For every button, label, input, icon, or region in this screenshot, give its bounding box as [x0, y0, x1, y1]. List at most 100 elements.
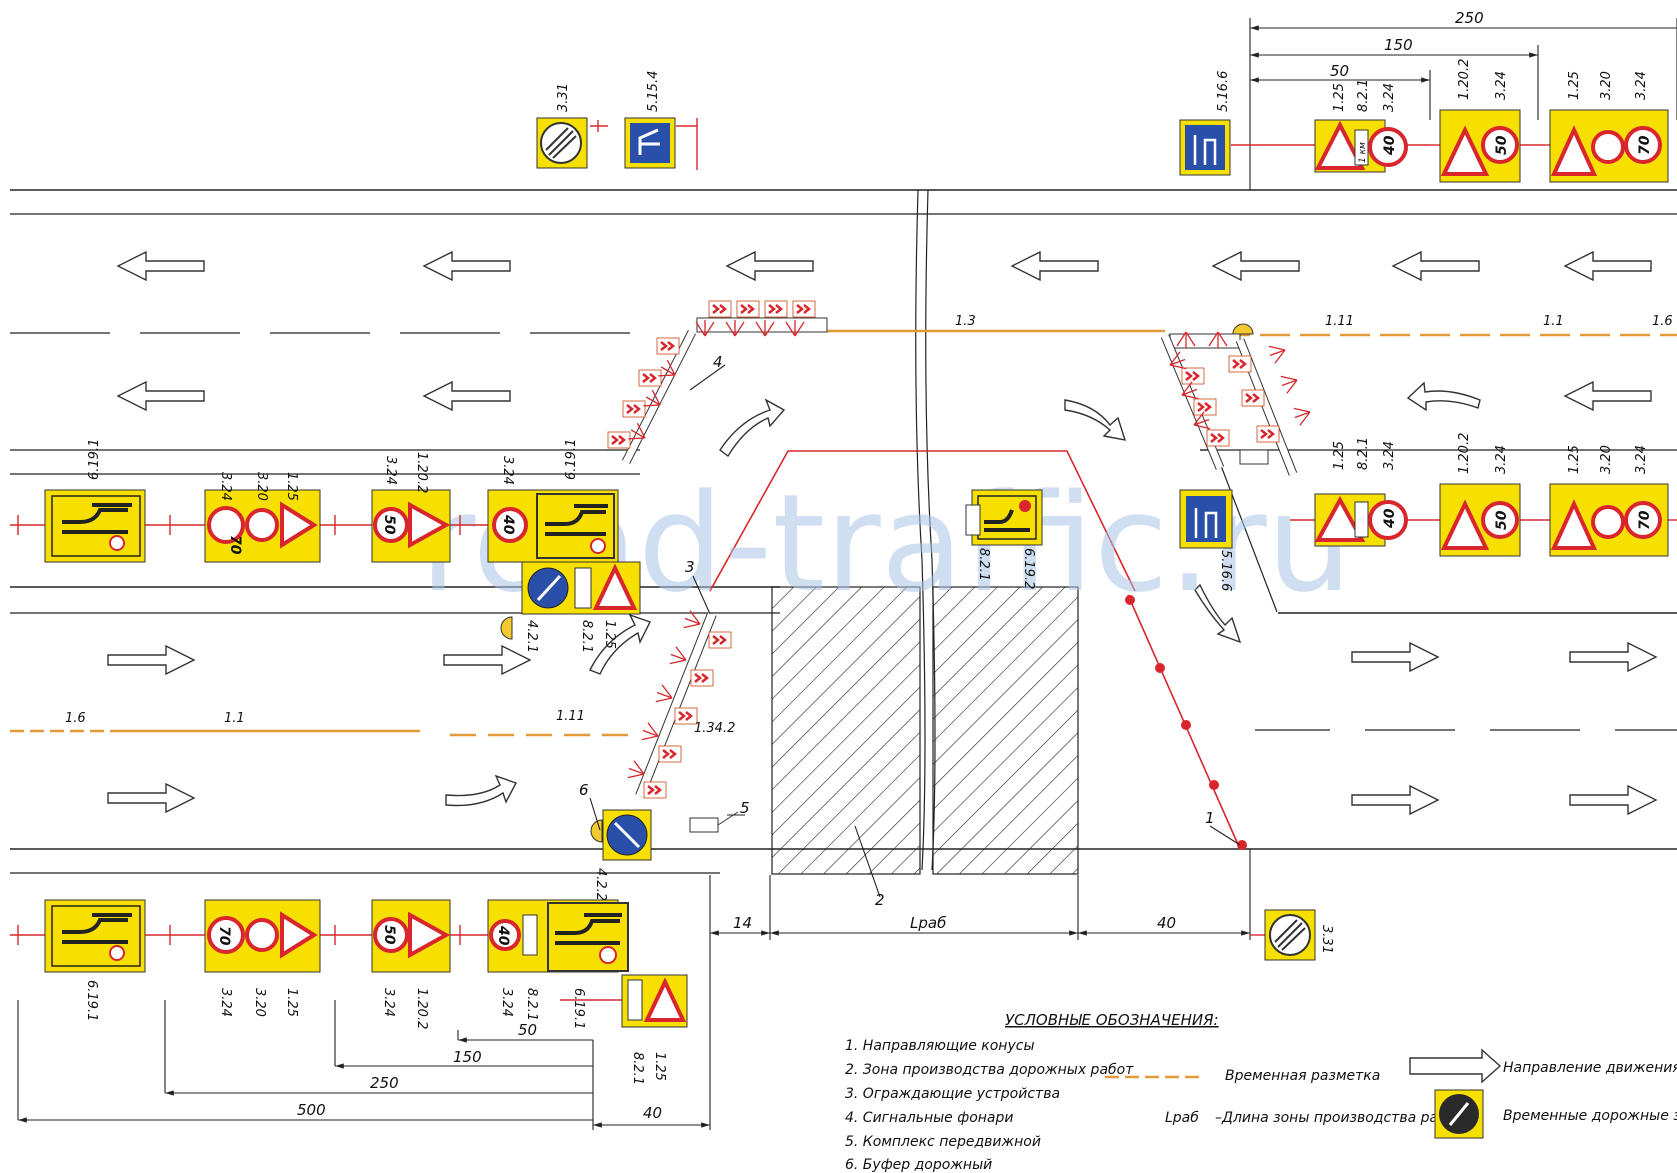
code-1-25-d: 1.25 — [602, 620, 617, 649]
legend-item-6: 6. Буфер дорожный — [845, 1157, 992, 1173]
legend-temp-marking: Временная разметка — [1225, 1068, 1380, 1084]
code-3-24-h: 3.24 — [1494, 445, 1509, 474]
sign-4-2-2 — [602, 809, 652, 861]
legend-item-3: 3. Ограждающие устройства — [845, 1086, 1060, 1102]
code-1-20-2-d: 1.20.2 — [414, 988, 429, 1029]
barrier-upper-right — [1160, 323, 1314, 476]
code-3-31-top: 3.31 — [556, 83, 571, 112]
code-1-20-2-c: 1.20.2 — [1457, 433, 1472, 474]
dim-top-150: 150 — [1384, 36, 1413, 54]
direction-arrows — [107, 251, 1657, 815]
dim-top-250: 250 — [1455, 9, 1484, 27]
sign-3-31-bottom — [1250, 909, 1316, 961]
signboard-bottom-40 — [487, 899, 629, 973]
marking-1-6-top: 1.6 — [1652, 314, 1673, 329]
code-5-16-6-top: 5.16.6 — [1216, 71, 1231, 112]
code-6-19-1-d: 6.19.1 — [571, 988, 586, 1029]
signal-light — [1237, 840, 1247, 850]
marking-1-11-left: 1.11 — [556, 709, 585, 724]
marking-1-11-top: 1.11 — [1325, 314, 1354, 329]
dimension-lines — [17, 18, 1677, 1130]
code-1-25-f: 1.25 — [1567, 445, 1582, 474]
signboard-4-2-1-stack — [521, 561, 641, 615]
legend-item-5: 5. Комплекс передвижной — [845, 1134, 1041, 1150]
code-3-20-d: 3.20 — [252, 988, 267, 1017]
code-3-20-a: 3.20 — [1599, 71, 1614, 100]
signboard-mid-right-70 — [1549, 483, 1669, 557]
code-3-20-c: 3.20 — [1599, 445, 1614, 474]
marking-1-3: 1.3 — [955, 314, 976, 329]
code-8-2-1-a: 8.2.1 — [1356, 79, 1371, 112]
legend-item-2: 2. Зона производства дорожных работ — [845, 1062, 1134, 1078]
code-1-25-g: 1.25 — [284, 988, 299, 1017]
code-8-2-1-e: 8.2.1 — [524, 988, 539, 1021]
code-3-24-c: 3.24 — [1634, 71, 1649, 100]
median-sign-row-left — [10, 515, 488, 535]
legend-item-4: 4. Сигнальные фонари — [845, 1110, 1014, 1126]
legend-title: УСЛОВНЫЕ ОБОЗНАЧЕНИЯ: — [1005, 1011, 1219, 1029]
callout-6: 6 — [579, 781, 589, 799]
barrier-upper-left — [606, 299, 828, 465]
sign-6-19-1-c — [44, 899, 146, 973]
legend-direction: Направление движения — [1503, 1060, 1677, 1076]
sign-5-16-6-top — [1179, 119, 1250, 176]
code-3-24-a: 3.24 — [1382, 83, 1397, 112]
signboard-top-50 — [1250, 119, 1430, 173]
dim-mid-lrab: Lраб — [910, 914, 946, 932]
marking-1-34-2: 1.34.2 — [694, 721, 735, 736]
code-1-25-c: 1.25 — [284, 472, 299, 501]
code-8-2-1-b: 8.2.1 — [579, 620, 594, 653]
signboard-mid-right-50 — [1439, 483, 1521, 557]
signal-light — [1209, 780, 1219, 790]
sign-text-50-bottom: 50 — [381, 925, 397, 945]
sign-5-15-4 — [624, 117, 698, 170]
callout-5: 5 — [740, 799, 750, 817]
code-3-24-i: 3.24 — [1634, 445, 1649, 474]
sign-text-70-top: 70 — [1637, 135, 1653, 155]
signboard-mid-left-40 — [487, 489, 619, 563]
callout-3: 3 — [685, 558, 695, 576]
dim-bottom-250: 250 — [370, 1074, 399, 1092]
sign-text-km-top: 1 км — [1358, 142, 1368, 163]
legend-lrab-text: –Длина зоны производства работ — [1215, 1110, 1464, 1126]
signboard-mid-left-70 — [204, 489, 321, 563]
sign-text-40-bottom: 40 — [495, 925, 511, 946]
sign-text-50-mid-right: 50 — [1494, 510, 1510, 530]
legend-temp-signs: Временные дорожные знаки — [1503, 1108, 1677, 1124]
marking-1-6-left: 1.6 — [65, 711, 86, 726]
code-6-19-2: 6.19.2 — [1021, 548, 1036, 589]
mobile-complex-icon — [1239, 449, 1269, 465]
code-6-19-1-a: 6.19.1 — [87, 439, 102, 480]
sign-5-16-6-mid — [1179, 489, 1233, 549]
legend-item-1: 1. Направляющие конусы — [845, 1038, 1035, 1054]
sign-3-31-top — [536, 117, 608, 169]
code-6-19-1-c: 6.19.1 — [84, 980, 99, 1021]
code-3-24-e: 3.24 — [383, 456, 398, 485]
sign-text-40-top: 40 — [1382, 135, 1398, 156]
signal-light — [1125, 595, 1135, 605]
code-3-24-k: 3.24 — [381, 988, 396, 1017]
sign-text-70-bottom: 70 — [216, 926, 232, 946]
code-8-2-1-f: 8.2.1 — [630, 1052, 645, 1085]
sign-text-70-mid: 70 — [227, 535, 243, 555]
code-8-2-1-d: 8.2.1 — [1356, 437, 1371, 470]
dim-bottom-40: 40 — [643, 1104, 662, 1122]
code-3-24-b: 3.24 — [1494, 71, 1509, 100]
code-1-25-e: 1.25 — [1332, 441, 1347, 470]
signboard-bottom-70 — [204, 899, 321, 973]
dim-mid-14: 14 — [733, 914, 752, 932]
code-1-20-2-a: 1.20.2 — [1457, 59, 1472, 100]
code-3-24-g: 3.24 — [1382, 441, 1397, 470]
dim-bottom-150: 150 — [453, 1048, 482, 1066]
code-3-24-l: 3.24 — [499, 988, 514, 1017]
marking-1-1-left: 1.1 — [224, 711, 245, 726]
signal-light — [1181, 720, 1191, 730]
code-1-25-h: 1.25 — [652, 1052, 667, 1081]
code-8-2-1-c: 8.2.1 — [976, 548, 991, 581]
code-3-24-d: 3.24 — [218, 472, 233, 501]
signboard-bottom-50 — [371, 899, 451, 973]
work-zone — [709, 450, 1247, 875]
callout-1: 1 — [1205, 809, 1215, 827]
dim-top-50: 50 — [1330, 62, 1349, 80]
sign-text-70-mid-right: 70 — [1637, 510, 1653, 530]
